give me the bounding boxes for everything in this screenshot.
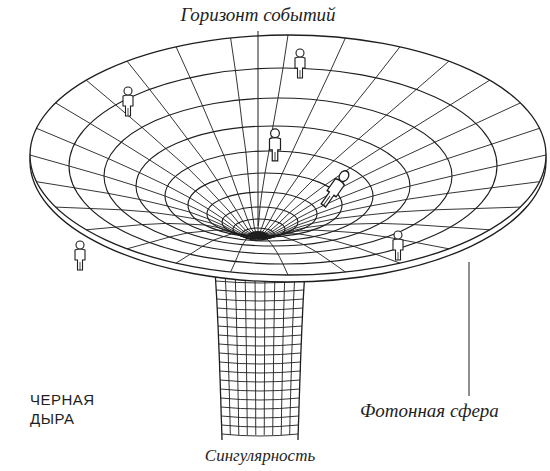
person-figure [319,168,352,208]
person-leg-line [398,252,399,260]
tube-grid-line [216,290,304,292]
funnel-grid-line [231,235,258,272]
funnel-throat [248,231,268,239]
person-head [394,231,402,239]
person-body [295,57,305,78]
funnel-grid-line [258,128,540,238]
funnel-grid-line [258,80,490,238]
person-figure [75,241,85,270]
person-head [124,87,132,95]
photon-sphere-label: Фотонная сфера [360,400,499,422]
tube-grid-line [220,389,299,391]
person-head [337,169,351,183]
tube-grid-line [219,353,301,355]
funnel-grid-line [231,38,258,238]
singularity-label: Сингулярность [205,446,315,466]
tube-grid-line [221,398,300,400]
person-leg-line [323,196,330,205]
spacetime-funnel [30,35,546,282]
tube-grid-line [221,416,298,418]
person-leg-line [275,152,276,161]
funnel-grid-line [37,128,259,238]
funnel-grid-line [258,236,288,275]
funnel-grid-line [86,80,258,238]
person-leg-line [80,262,81,270]
person-body [319,178,345,209]
funnel-grid-line [258,223,490,238]
funnel-ring [188,173,342,237]
tube-grid-line [220,380,300,382]
funnel-grid-line [258,234,400,263]
person-leg-line [128,108,129,116]
tube-grid-line [219,362,300,364]
leader-lines [258,31,469,396]
tube-grid-line [218,326,302,328]
tube-grid-line [218,317,303,319]
person-figure [393,231,403,260]
tube-grid-line [221,407,299,409]
leader-line [258,31,259,226]
funnel-grid-line [56,103,258,238]
person-head [271,129,280,138]
funnel-ring [69,68,497,264]
leader-line [469,262,470,396]
person-head [296,49,304,57]
person-body [123,95,133,116]
funnel-grid-line [258,182,540,238]
funnel-grid-line [127,230,258,249]
tube-grid-line [222,425,299,427]
person-figure [295,49,305,78]
funnel-grid-line [176,47,258,238]
person-body [393,239,403,260]
tube-grid-line [217,299,304,301]
funnel-grid-line [258,61,449,238]
disk-rim [30,35,546,275]
tube-grid-line [222,434,298,436]
person-figure [123,87,133,116]
person-leg-line [300,70,301,78]
funnel-grid-line [258,103,520,238]
funnel-grid-line [258,47,400,238]
black-hole-label: ЧЕРНАЯ ДЫРА [30,391,110,429]
person-body [75,249,85,270]
tube-grid-line [220,371,300,373]
tube-grid-line [218,335,301,337]
funnel-grid-line [127,61,258,238]
funnel-grid-line [258,35,288,238]
funnel-grid-line [30,155,258,238]
tube-grid-line [217,308,303,310]
funnel-grid-line [258,38,345,238]
person-figures [75,49,403,270]
person-body [270,138,281,161]
tube-grid-line [219,344,301,346]
event-horizon-label: Горизонт событий [180,4,335,26]
person-figure [270,129,281,161]
funnel-grid-line [258,235,345,272]
funnel-grid-line [258,155,546,238]
person-head [76,241,84,249]
